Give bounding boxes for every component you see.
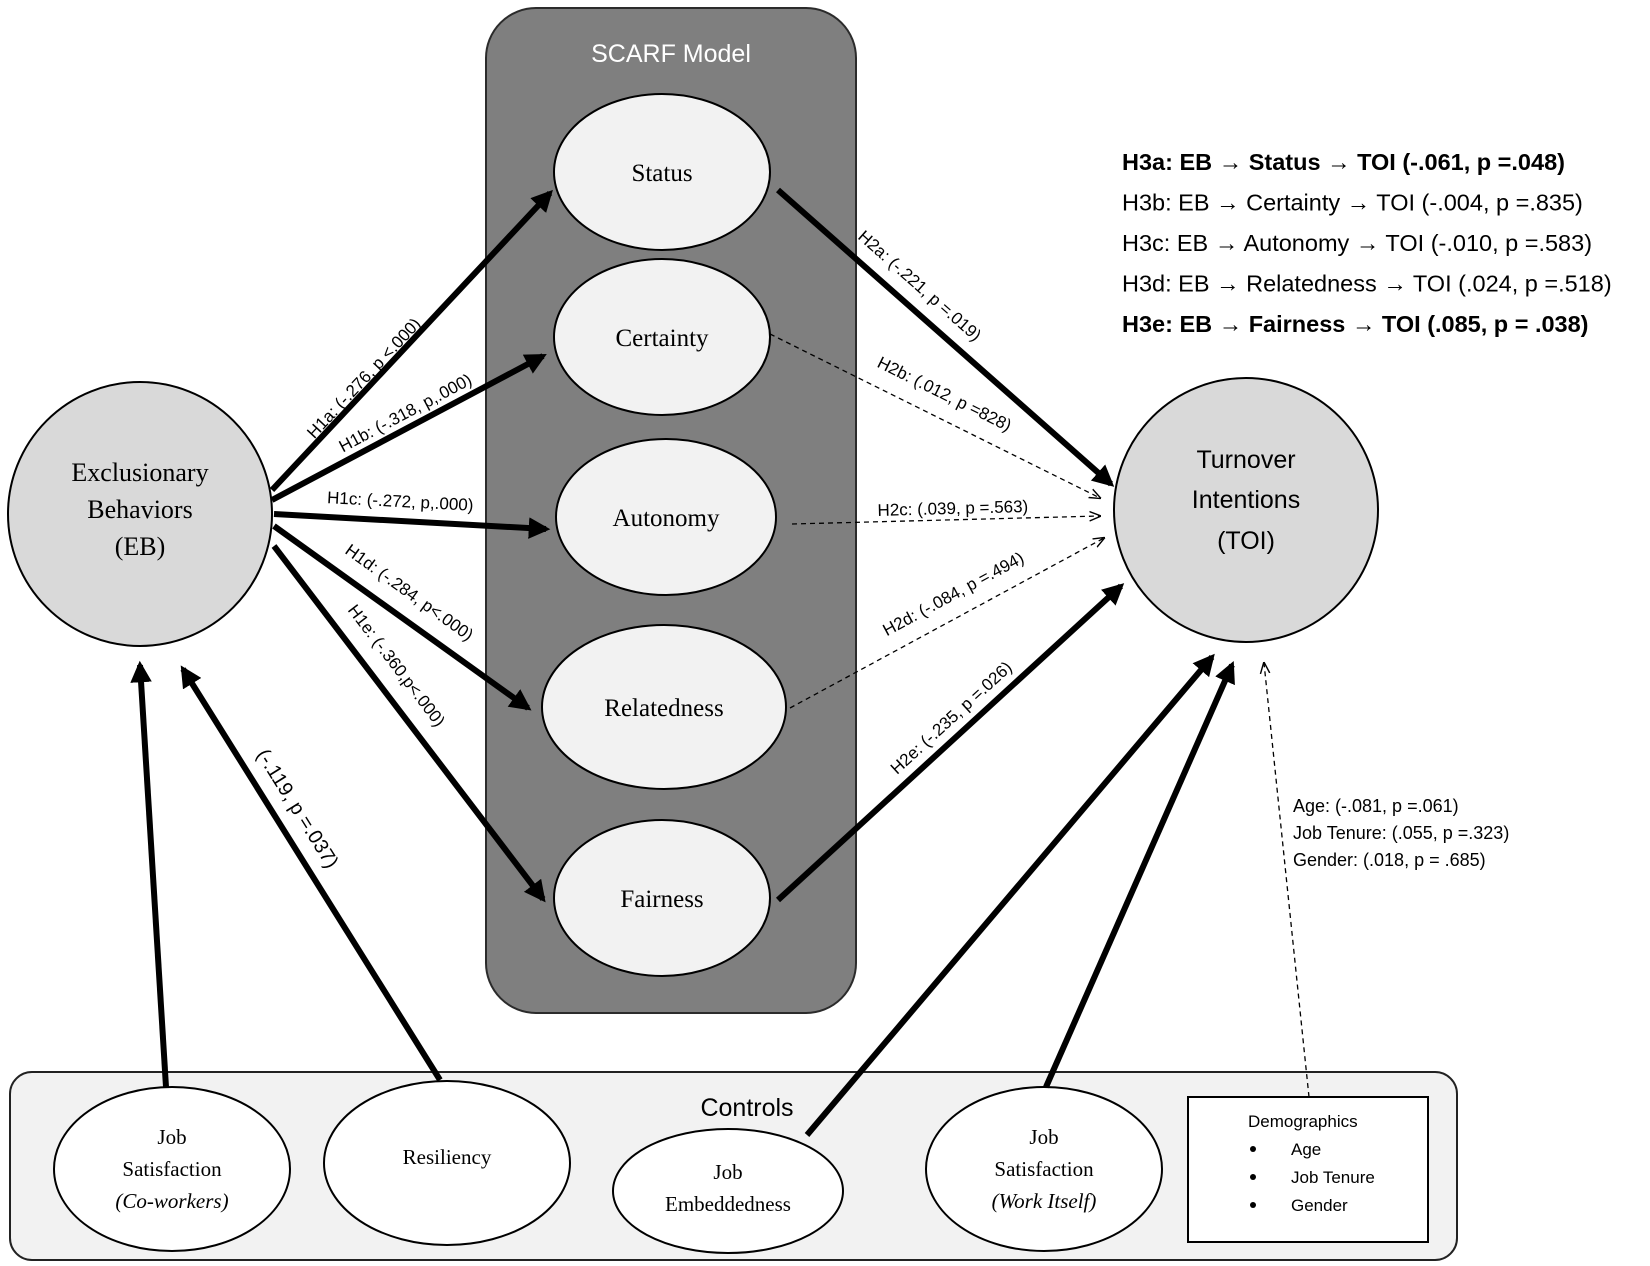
resiliency-label: Resiliency: [403, 1145, 492, 1169]
indirect-part: Autonomy: [1243, 230, 1349, 256]
js-coworkers-line1: Job: [157, 1125, 186, 1149]
indirect-part: H3b: EB: [1122, 190, 1210, 216]
toi-label-line2: Intentions: [1192, 486, 1300, 514]
label-h1c: H1c: (-.272, p,.000): [327, 488, 474, 515]
js-coworkers-line3: (Co-workers): [115, 1189, 228, 1213]
demographics-box: [1187, 1096, 1429, 1243]
js-work-node: [925, 1086, 1163, 1252]
demographic-effect-age: Age: (-.081, p =.061): [1293, 796, 1459, 816]
path-h1c: [273, 511, 551, 539]
indirect-effect-2: H3b: EB → Certainty → TOI (-.004, p =.83…: [1122, 190, 1583, 216]
relatedness-node: [541, 624, 787, 790]
indirect-part: H3d: EB: [1122, 271, 1210, 297]
arrow-glyph: →: [1377, 271, 1413, 297]
path-js-work: [1043, 661, 1235, 1089]
indirect-effect-4: H3d: EB → Relatedness → TOI (.024, p =.5…: [1122, 271, 1612, 297]
path-h1a: [269, 189, 553, 493]
path-h2b: [769, 333, 1100, 498]
demographics-item-job-tenure: Job Tenure: [1291, 1168, 1375, 1187]
demographics-item-age: Age: [1291, 1140, 1321, 1159]
indirect-part: Fairness: [1249, 311, 1346, 337]
arrow-glyph: →: [1210, 271, 1247, 297]
indirect-part: TOI (-.010, p =.583): [1385, 230, 1592, 256]
indirect-part: H3a: EB: [1122, 149, 1212, 175]
demographic-effect-job-tenure: Job Tenure: (.055, p =.323): [1293, 823, 1509, 843]
path-h1d: [272, 523, 532, 711]
path-h2d: [789, 538, 1104, 709]
status-label: Status: [631, 160, 692, 187]
indirect-part: Status: [1249, 149, 1321, 175]
path-h2a: [776, 187, 1115, 487]
label-h2b: H2b: (.012, p =828): [874, 353, 1014, 435]
indirect-effect-5: H3e: EB → Fairness → TOI (.085, p = .038…: [1122, 311, 1589, 337]
scarf-model-title: SCARF Model: [591, 40, 751, 68]
label-h2c: H2c: (.039, p =.563): [877, 497, 1028, 520]
demographics-bullet: [1250, 1146, 1256, 1152]
relatedness-label: Relatedness: [604, 695, 723, 722]
arrow-glyph: →: [1208, 230, 1243, 256]
path-demographics: [1264, 663, 1310, 1098]
arrow-glyph: →: [1321, 149, 1358, 175]
controls-title: Controls: [700, 1094, 793, 1122]
eb-label-line3: (EB): [115, 532, 166, 561]
toi-node: [1113, 377, 1379, 643]
js-coworkers-node: [53, 1086, 291, 1252]
arrow-glyph: →: [1340, 190, 1376, 216]
indirect-effect-3: H3c: EB → Autonomy → TOI (-.010, p =.583…: [1122, 230, 1592, 256]
job-embeddedness-line2: Embeddedness: [665, 1192, 791, 1216]
indirect-part: TOI (.085, p = .038): [1382, 311, 1589, 337]
resiliency-node: [323, 1080, 571, 1246]
js-work-line1: Job: [1029, 1125, 1058, 1149]
path-js-coworkers: [130, 660, 169, 1088]
path-h2c: [791, 516, 1100, 525]
demographics-bullet: [1250, 1174, 1256, 1180]
job-embeddedness-node: [612, 1128, 844, 1254]
indirect-part: Certainty: [1246, 190, 1340, 216]
js-work-line2: Satisfaction: [994, 1157, 1094, 1181]
fairness-node: [553, 819, 771, 977]
arrow-glyph: →: [1349, 230, 1385, 256]
indirect-part: TOI (.024, p =.518): [1413, 271, 1612, 297]
fairness-label: Fairness: [620, 886, 703, 913]
label-h2d: H2d: (-.084, p =.494): [880, 548, 1027, 640]
toi-label-line3: (TOI): [1217, 527, 1275, 555]
path-h1b: [270, 353, 547, 503]
job-embeddedness-line1: Job: [713, 1160, 742, 1184]
demographic-effect-gender: Gender: (.018, p = .685): [1293, 850, 1486, 870]
eb-label-line1: Exclusionary: [71, 458, 208, 487]
indirect-part: H3e: EB: [1122, 311, 1212, 337]
demographics-bullet: [1250, 1202, 1256, 1208]
label-h2e: H2e: (-.235, p =.026): [887, 658, 1016, 778]
status-node: [553, 93, 771, 251]
arrow-glyph: →: [1345, 311, 1382, 337]
arrow-glyph: →: [1212, 149, 1249, 175]
indirect-effect-1: H3a: EB → Status → TOI (-.061, p =.048): [1122, 149, 1565, 175]
demographics-item-gender: Gender: [1291, 1196, 1348, 1215]
arrow-glyph: →: [1210, 190, 1247, 216]
eb-label-line2: Behaviors: [87, 495, 192, 524]
js-coworkers-line2: Satisfaction: [122, 1157, 222, 1181]
eb-node: [7, 381, 273, 647]
label-h2a: H2a: (-.221, p =.019): [854, 227, 985, 345]
path-h2e: [775, 583, 1125, 903]
certainty-node: [553, 258, 771, 416]
path-h1e: [271, 544, 546, 903]
indirect-part: TOI (-.004, p =.835): [1376, 190, 1583, 216]
arrow-glyph: →: [1212, 311, 1249, 337]
path-resiliency: [180, 665, 443, 1082]
indirect-part: H3c: EB: [1122, 230, 1208, 256]
indirect-effects-list: H3a: EB → Status → TOI (-.061, p =.048)H…: [1122, 149, 1612, 337]
indirect-part: TOI (-.061, p =.048): [1357, 149, 1565, 175]
certainty-label: Certainty: [615, 325, 709, 352]
indirect-part: Relatedness: [1246, 271, 1377, 297]
demographics-title: Demographics: [1248, 1112, 1358, 1131]
autonomy-node: [555, 438, 777, 596]
toi-label-line1: Turnover: [1196, 446, 1295, 474]
js-work-line3: (Work Itself): [992, 1189, 1097, 1213]
path-job-embeddedness: [804, 653, 1215, 1137]
autonomy-label: Autonomy: [613, 505, 720, 532]
